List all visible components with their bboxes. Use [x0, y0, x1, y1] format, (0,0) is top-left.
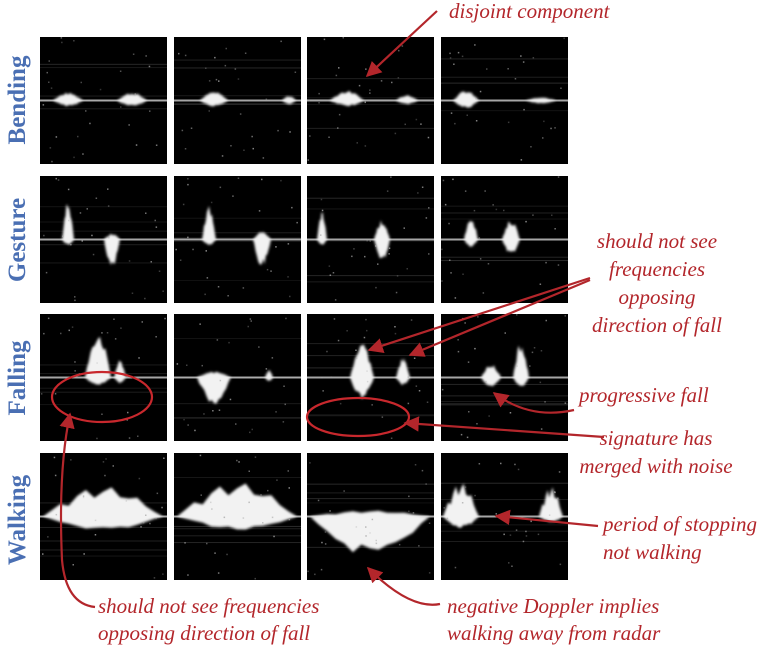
arrow-disjoint [365, 10, 438, 78]
arrow-stopping [494, 509, 599, 528]
panel-gesture-1 [40, 176, 167, 303]
arrow-opposing-bottom [59, 412, 96, 609]
anno-opposing-bottom-line-1: should not see frequencies [98, 594, 319, 618]
panel-bending-2 [174, 37, 301, 164]
anno-negative-line-2: walking away from radar [447, 621, 661, 645]
arrow-progressive [492, 392, 575, 414]
arrow-opposing-2 [408, 278, 591, 357]
anno-stopping-line-1: period of stopping [601, 512, 757, 536]
anno-opposing-line-2: frequencies [609, 257, 705, 281]
panel-walking-1 [40, 453, 167, 580]
panel-gesture-2 [174, 176, 301, 303]
panel-bending-4 [441, 37, 568, 164]
anno-opposing-line-3: opposing [618, 285, 695, 309]
arrow-negative [366, 566, 441, 606]
anno-disjoint: disjoint component [449, 0, 611, 23]
row-label-bending: Bending [4, 55, 31, 144]
anno-merged-line-2: merged with noise [579, 454, 732, 478]
panel-gesture-3 [307, 176, 434, 303]
spectrogram-grid [40, 37, 568, 580]
arrow-merged [403, 416, 605, 439]
row-label-walking: Walking [4, 474, 31, 565]
panel-bending-1 [40, 37, 167, 164]
anno-merged-line-1: signature has [600, 426, 713, 450]
anno-opposing-line-4: direction of fall [592, 313, 722, 337]
panel-walking-2 [174, 453, 301, 580]
arrow-opposing-1 [367, 276, 591, 354]
row-label-falling: Falling [4, 340, 31, 416]
panel-falling-2 [174, 314, 301, 441]
ring-noise-falling-1 [50, 370, 154, 424]
row-label-gesture: Gesture [4, 198, 31, 282]
panel-walking-3 [307, 453, 434, 580]
panel-gesture-4 [441, 176, 568, 303]
panel-bending-3 [307, 37, 434, 164]
anno-progressive: progressive fall [577, 383, 709, 407]
anno-opposing-line-1: should not see [597, 229, 717, 253]
anno-negative-line-1: negative Doppler implies [447, 594, 659, 618]
panel-falling-3 [307, 314, 434, 441]
anno-stopping-line-2: not walking [603, 540, 702, 564]
anno-opposing-bottom-line-2: opposing direction of fall [98, 621, 310, 645]
